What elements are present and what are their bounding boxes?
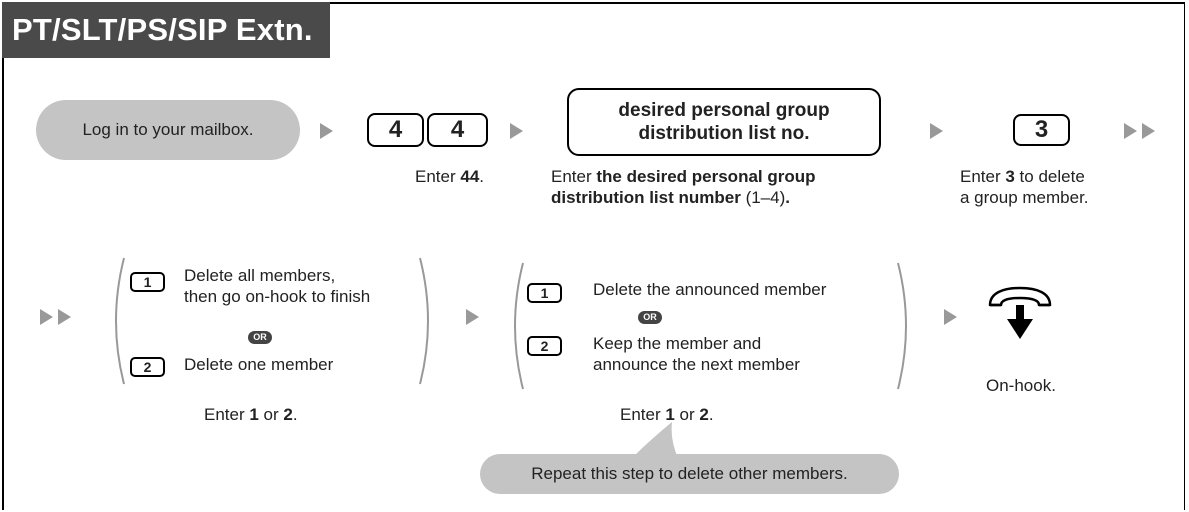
right-bracket: [419, 257, 429, 385]
key-label: 4: [388, 116, 403, 143]
arrow-icon: [1142, 123, 1155, 139]
caption-text: Enter: [551, 167, 597, 186]
step2-caption: Enter 44.: [415, 166, 484, 187]
caption-bold: 2: [283, 405, 293, 424]
caption-text: a group member.: [960, 188, 1089, 207]
key-label: 2: [540, 338, 549, 354]
caption-bold: 44: [460, 167, 480, 186]
arrow-icon: [58, 309, 71, 325]
key-label: 4: [450, 116, 465, 143]
box-line: desired personal group: [618, 100, 830, 121]
option-line: Delete one member: [184, 355, 334, 374]
arrow-icon: [40, 309, 53, 325]
caption-bold: 1: [249, 405, 259, 424]
login-bubble-text: Log in to your mailbox.: [82, 120, 254, 139]
key-label: 1: [540, 285, 549, 301]
caption-text: or: [258, 405, 284, 424]
caption-text: Enter: [204, 405, 250, 424]
key-1: 1: [130, 272, 165, 292]
caption-text: .: [708, 405, 714, 424]
left-bracket: [115, 257, 125, 385]
caption-bold: distribution list number: [551, 188, 741, 207]
repeat-bubble-text: Repeat this step to delete other members…: [531, 464, 848, 483]
page-title: PT/SLT/PS/SIP Extn.: [2, 2, 330, 58]
key-4-second: 4: [427, 113, 488, 147]
key-label: 1: [143, 274, 152, 290]
option2-text: Delete one member: [184, 354, 333, 375]
bubble-pointer: [632, 422, 678, 458]
caption-bold: .: [785, 188, 790, 207]
option-line: announce the next member: [593, 355, 800, 374]
option-line: Delete the announced member: [593, 280, 827, 299]
box-line: distribution list no.: [638, 123, 810, 144]
step3-caption: Enter the desired personal group distrib…: [551, 166, 911, 208]
repeat-bubble: Repeat this step to delete other members…: [480, 454, 899, 494]
arrow-icon: [1124, 123, 1137, 139]
option-line: Delete all members,: [184, 266, 336, 285]
caption-text: On-hook.: [986, 376, 1056, 395]
key-label: 3: [1034, 116, 1049, 143]
key-2: 2: [130, 357, 165, 377]
caption-bold: 3: [1005, 167, 1015, 186]
arrow-icon: [930, 123, 943, 139]
or-icon: OR: [638, 311, 662, 324]
key-label: 2: [143, 359, 152, 375]
right-bracket: [897, 262, 907, 390]
login-bubble: Log in to your mailbox.: [36, 100, 300, 160]
key-3: 3: [1013, 114, 1070, 146]
option1-text: Delete all members, then go on-hook to f…: [184, 265, 370, 307]
key-1: 1: [527, 283, 562, 303]
on-hook-icon: [988, 286, 1052, 339]
key-2: 2: [527, 336, 562, 356]
caption-text: .: [479, 167, 485, 186]
caption-text: .: [292, 405, 298, 424]
step7-caption: On-hook.: [986, 375, 1056, 396]
or-icon: OR: [248, 331, 272, 344]
caption-bold: 1: [665, 405, 675, 424]
or-label: OR: [643, 312, 657, 322]
list-number-box: desired personal group distribution list…: [567, 88, 881, 156]
arrow-icon: [320, 123, 333, 139]
arrow-icon: [944, 309, 957, 325]
caption-text: (1–4): [740, 188, 786, 207]
option-line: then go on-hook to finish: [184, 287, 371, 306]
arrow-icon: [510, 123, 523, 139]
step4-caption: Enter 3 to delete a group member.: [960, 166, 1140, 208]
option2-text: Keep the member and announce the next me…: [593, 333, 800, 375]
caption-bold: the desired personal group: [596, 167, 816, 186]
arrow-icon: [466, 309, 479, 325]
caption-bold: 2: [699, 405, 709, 424]
step6-caption: Enter 1 or 2.: [620, 404, 714, 425]
option-line: Keep the member and: [593, 334, 762, 353]
key-4-first: 4: [367, 113, 424, 147]
caption-text: Enter: [415, 167, 461, 186]
caption-text: Enter: [620, 405, 666, 424]
caption-text: to delete: [1014, 167, 1085, 186]
left-bracket: [514, 262, 524, 390]
caption-text: or: [674, 405, 700, 424]
caption-text: Enter: [960, 167, 1006, 186]
or-label: OR: [253, 332, 267, 342]
step5-caption: Enter 1 or 2.: [204, 404, 298, 425]
option1-text: Delete the announced member: [593, 279, 826, 300]
